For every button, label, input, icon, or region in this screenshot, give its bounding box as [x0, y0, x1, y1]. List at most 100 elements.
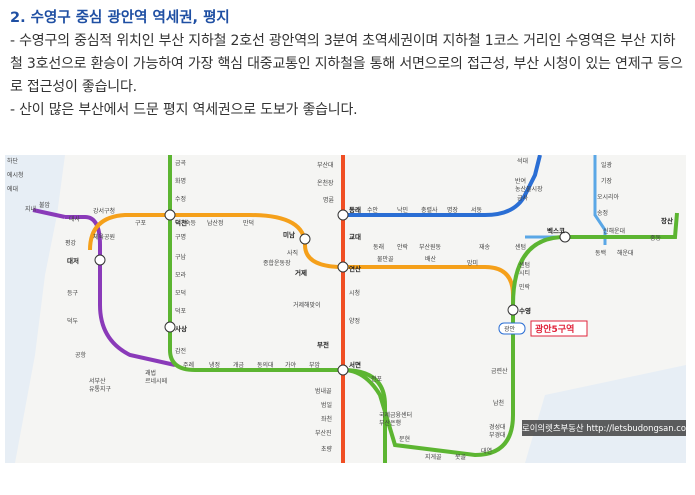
svg-text:배산: 배산: [425, 255, 437, 263]
svg-text:모라: 모라: [175, 271, 187, 279]
svg-text:송정: 송정: [597, 209, 608, 217]
svg-text:지내: 지내: [25, 205, 36, 213]
svg-text:신해운대: 신해운대: [603, 227, 625, 235]
svg-text:농산물시장: 농산물시장: [515, 185, 543, 193]
gwangan-badge: [498, 322, 526, 335]
subway-map: 부산대 온천장 명륜 동래 수안 낙민 충렬사 명장 서동 금사 반여 농산물시…: [5, 155, 686, 463]
svg-text:대사: 대사: [69, 215, 81, 223]
paragraph-flatland: - 산이 많은 부산에서 드문 평지 역세권으로 도보가 좋습니다.: [10, 102, 358, 118]
svg-text:오시리아: 오시리아: [597, 193, 620, 201]
svg-text:범내골: 범내골: [315, 387, 332, 395]
svg-text:국제금융센터: 국제금융센터: [379, 411, 412, 419]
svg-text:부산대: 부산대: [317, 161, 334, 169]
svg-text:민락: 민락: [519, 283, 531, 291]
svg-text:동래: 동래: [373, 243, 384, 251]
svg-text:사상: 사상: [175, 324, 187, 333]
svg-text:센텀: 센텀: [515, 243, 526, 251]
svg-text:체육공원: 체육공원: [93, 233, 115, 241]
svg-text:충렬사: 충렬사: [421, 206, 438, 214]
svg-text:가야: 가야: [285, 361, 297, 369]
svg-text:대저: 대저: [67, 256, 79, 265]
svg-text:못골: 못골: [455, 454, 467, 461]
paragraph-access: - 수영구의 중심적 위치인 부산 지하철 2호선 광안역의 3분여 초역세권이…: [10, 33, 683, 95]
svg-text:평강: 평강: [65, 239, 77, 247]
svg-text:안락: 안락: [397, 243, 409, 251]
svg-text:에시청: 에시청: [7, 171, 24, 179]
highlight-label: 광안5구역: [535, 323, 574, 335]
svg-text:센텀: 센텀: [519, 261, 530, 269]
svg-text:부산진: 부산진: [315, 429, 332, 437]
svg-text:반여: 반여: [515, 177, 526, 185]
svg-text:덕천: 덕천: [175, 218, 187, 227]
svg-text:수안: 수안: [367, 206, 379, 214]
svg-text:구남: 구남: [175, 253, 187, 261]
svg-text:물만골: 물만골: [377, 255, 394, 263]
svg-text:수영: 수영: [519, 306, 531, 315]
svg-text:남산정: 남산정: [207, 219, 224, 227]
svg-text:동백: 동백: [595, 249, 606, 257]
svg-text:경성대: 경성대: [489, 423, 506, 431]
watermark: 로이의렛츠부동산 http://letsbudongsan.com: [522, 420, 686, 436]
svg-text:만덕: 만덕: [243, 219, 254, 227]
svg-text:부전: 부전: [317, 340, 329, 349]
svg-text:강서구청: 강서구청: [93, 207, 115, 215]
svg-text:망미: 망미: [467, 259, 478, 267]
svg-text:일광: 일광: [601, 161, 613, 169]
section-heading: 2. 수영구 중심 광안역 역세권, 평지: [10, 10, 230, 26]
svg-text:서면: 서면: [349, 360, 361, 369]
svg-text:양정: 양정: [349, 317, 360, 325]
svg-text:금곡: 금곡: [175, 160, 187, 167]
svg-text:동의대: 동의대: [257, 361, 274, 369]
svg-text:모덕: 모덕: [175, 290, 186, 297]
svg-text:기장: 기장: [601, 177, 613, 185]
svg-text:부암: 부암: [309, 361, 321, 369]
svg-text:명장: 명장: [447, 206, 459, 214]
gwangan-badge-text: 광안: [504, 325, 516, 333]
svg-text:금련산: 금련산: [491, 367, 508, 375]
svg-text:유통지구: 유통지구: [89, 385, 112, 393]
svg-text:불암: 불암: [39, 201, 51, 209]
svg-text:공항: 공항: [75, 351, 87, 359]
svg-text:지게골: 지게골: [425, 453, 442, 461]
svg-text:덕포: 덕포: [175, 308, 187, 315]
svg-text:수정: 수정: [175, 196, 186, 203]
svg-text:시티: 시티: [519, 269, 530, 277]
subway-map-svg: 부산대 온천장 명륜 동래 수안 낙민 충렬사 명장 서동 금사 반여 농산물시…: [5, 155, 686, 463]
svg-text:좌천: 좌천: [321, 415, 332, 423]
highlight-box: [530, 320, 588, 337]
svg-text:구명: 구명: [175, 233, 186, 241]
svg-text:미남: 미남: [283, 230, 295, 239]
svg-text:해운대: 해운대: [617, 249, 634, 257]
svg-text:금사: 금사: [517, 194, 529, 202]
svg-text:대연: 대연: [481, 447, 492, 455]
svg-text:문현: 문현: [399, 435, 410, 443]
svg-text:부산은행: 부산은행: [379, 419, 401, 427]
svg-text:시청: 시청: [349, 290, 360, 297]
svg-text:등구: 등구: [67, 290, 79, 297]
svg-text:주례: 주례: [183, 361, 194, 369]
svg-text:화명: 화명: [175, 177, 186, 185]
svg-text:연산: 연산: [349, 264, 361, 273]
svg-text:낙민: 낙민: [397, 206, 408, 214]
svg-text:감전: 감전: [175, 347, 186, 355]
svg-text:개금: 개금: [233, 361, 245, 369]
svg-text:남천: 남천: [493, 399, 504, 407]
svg-text:전포: 전포: [371, 375, 383, 383]
svg-text:냉정: 냉정: [209, 361, 220, 369]
svg-text:부경대: 부경대: [489, 431, 506, 439]
svg-text:르네시떼: 르네시떼: [145, 377, 167, 385]
svg-text:에대: 에대: [7, 185, 18, 193]
svg-text:부산원동: 부산원동: [419, 243, 442, 251]
svg-text:중동: 중동: [650, 235, 662, 242]
svg-text:하단: 하단: [7, 157, 19, 165]
svg-text:종합운동장: 종합운동장: [263, 259, 291, 267]
svg-text:석대: 석대: [517, 157, 528, 165]
svg-text:서부산: 서부산: [89, 377, 106, 385]
svg-text:덕두: 덕두: [67, 318, 79, 325]
svg-text:온천장: 온천장: [317, 179, 334, 187]
svg-text:명륜: 명륜: [323, 196, 335, 204]
svg-text:구포: 구포: [135, 220, 147, 227]
svg-text:벡스코: 벡스코: [547, 226, 565, 235]
svg-text:장산: 장산: [661, 216, 673, 225]
svg-text:교대: 교대: [349, 232, 361, 241]
